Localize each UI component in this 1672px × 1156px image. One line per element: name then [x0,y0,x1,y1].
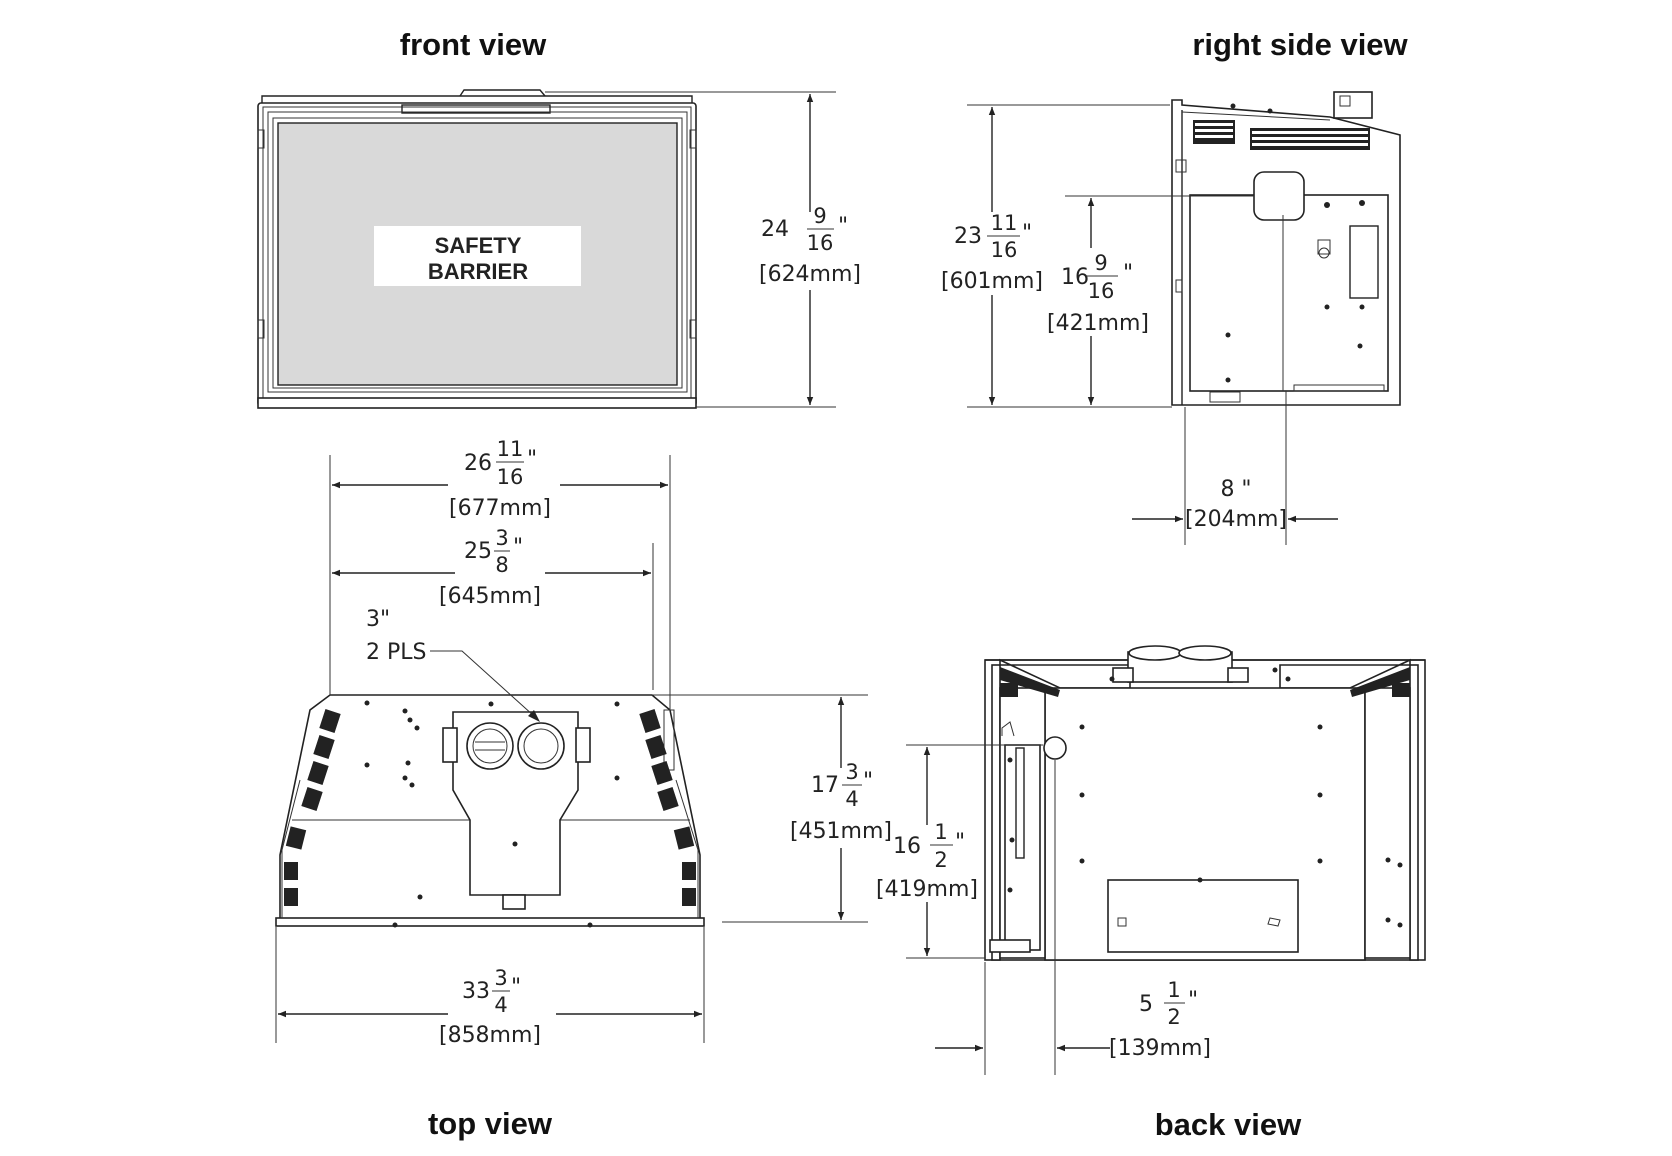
top-bottom-width-mm: [858mm] [439,1023,541,1048]
back-offset-unit: " [1188,988,1198,1013]
right-height-unit: " [1022,221,1032,246]
right-height-dimension: 23 11 16 " [601mm] [941,104,1172,408]
back-height-mm: [419mm] [876,877,978,902]
top-bottom-width-dimension: 33 3 4 " [858mm] [275,927,705,1048]
top-overall-width-whole: 26 [464,451,492,476]
right-offset-mm: [204mm] [1185,507,1287,532]
right-height-whole: 23 [954,224,982,249]
right-inner-height-num: 9 [1094,251,1107,275]
front-height-unit: " [838,214,848,239]
right-offset-dimension: 8 " [204mm] [1132,391,1338,545]
front-height-dimension: 24 9 16 " [624mm] [545,91,861,408]
top-inner-width-den: 8 [495,553,508,577]
front-height-whole: 24 [761,217,789,242]
top-inner-width-mm: [645mm] [439,584,541,609]
vent-note-size: 3" [366,607,390,632]
right-height-den: 16 [991,238,1018,262]
top-inner-width-unit: " [513,535,523,560]
front-view-drawing: SAFETY BARRIER [257,89,697,409]
right-inner-height-whole: 16 [1061,265,1089,290]
back-height-num: 1 [934,820,947,844]
top-overall-width-mm: [677mm] [449,496,551,521]
back-view-title: back view [1155,1107,1302,1142]
top-overall-width-den: 16 [497,465,524,489]
back-offset-num: 1 [1167,978,1180,1002]
back-offset-mm: [139mm] [1109,1036,1211,1061]
top-inner-width-whole: 25 [464,539,492,564]
front-height-den: 16 [807,231,834,255]
back-height-den: 2 [934,848,947,872]
top-view-vents [284,709,696,906]
top-overall-width-num: 11 [497,437,524,461]
top-overall-width-unit: " [527,447,537,472]
top-bottom-width-whole: 33 [462,979,490,1004]
front-view-title: front view [400,27,547,62]
top-view-drawing [275,694,705,928]
vent-note-count: 2 PLS [366,640,426,665]
right-side-view-title: right side view [1192,27,1408,62]
top-depth-whole: 17 [811,773,839,798]
back-offset-dimension: 5 1 2 " [139mm] [935,760,1211,1075]
top-bottom-width-num: 3 [494,966,507,990]
back-height-whole: 16 [893,834,921,859]
top-depth-unit: " [863,769,873,794]
top-depth-mm: [451mm] [790,819,892,844]
top-depth-den: 4 [845,787,858,811]
vent-callout: 3" 2 PLS [366,607,540,722]
top-bottom-width-den: 4 [494,993,507,1017]
right-inner-height-mm: [421mm] [1047,311,1149,336]
top-inner-width-dimension: 25 3 8 " [645mm] [332,526,654,690]
safety-barrier-label-line2: BARRIER [428,259,528,284]
top-bottom-width-unit: " [511,975,521,1000]
top-depth-dimension: 17 3 4 " [451mm] [652,694,892,923]
back-height-dimension: 16 1 2 " [419mm] [876,744,1043,959]
top-overall-width-dimension: 26 11 16 " [677mm] [329,437,671,710]
right-inner-height-dimension: 16 9 16 " [421mm] [1047,195,1254,405]
back-offset-den: 2 [1167,1005,1180,1029]
right-inner-height-den: 16 [1088,279,1115,303]
top-depth-num: 3 [845,760,858,784]
top-inner-width-num: 3 [495,526,508,550]
right-side-view-drawing [1171,91,1401,406]
top-view-title: top view [428,1106,553,1141]
front-height-mm: [624mm] [759,262,861,287]
right-height-mm: [601mm] [941,269,1043,294]
safety-barrier-label-line1: SAFETY [435,233,522,258]
right-offset-value: 8 " [1220,477,1251,502]
right-inner-height-unit: " [1123,261,1133,286]
back-view-drawing [984,645,1426,961]
back-offset-whole: 5 [1139,992,1153,1017]
front-height-num: 9 [813,204,826,228]
back-height-unit: " [955,830,965,855]
right-height-num: 11 [991,211,1018,235]
